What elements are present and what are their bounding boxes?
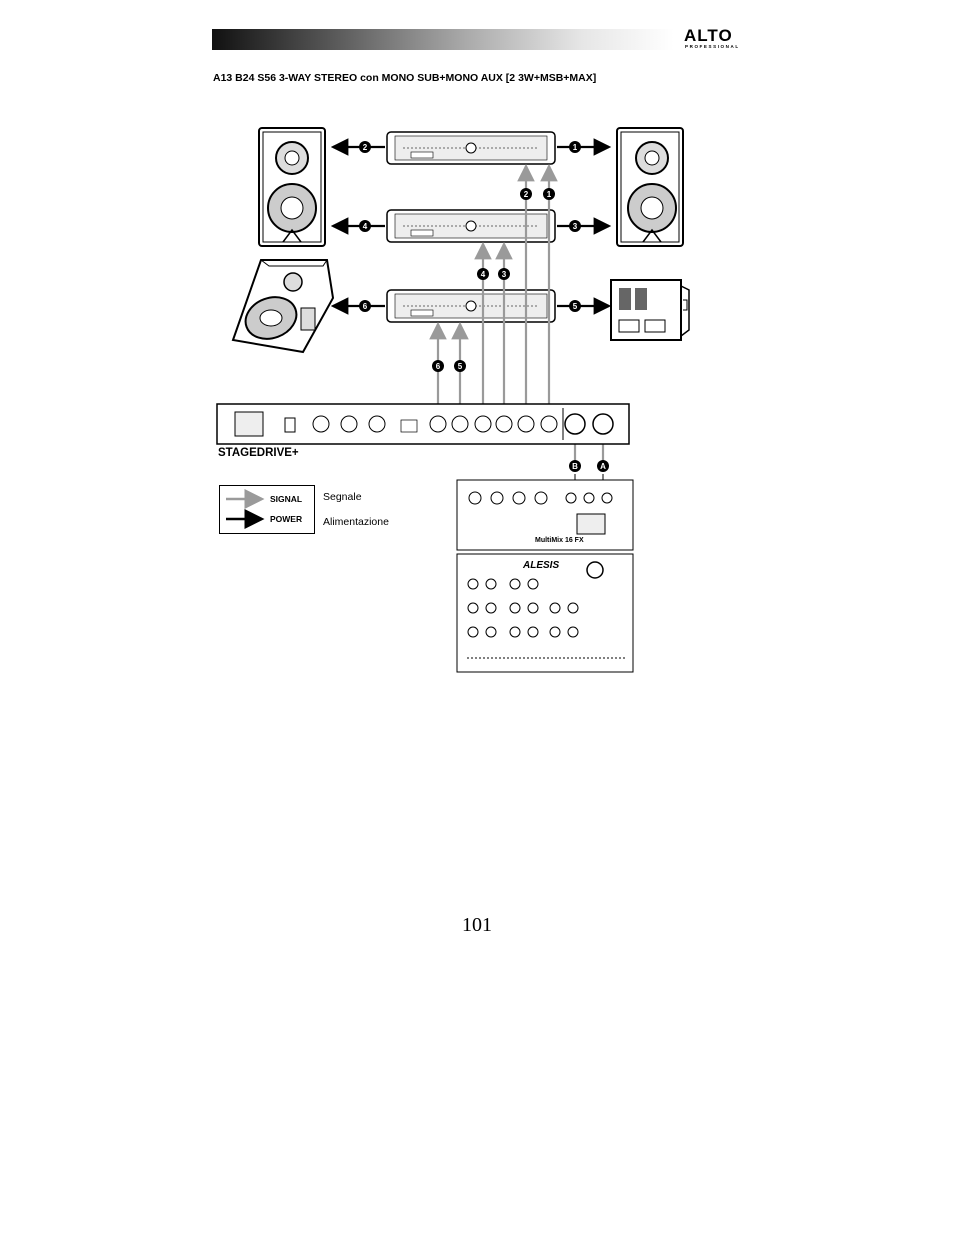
mixer: MultiMix 16 FX ALESIS	[456, 479, 634, 673]
mixer-model: MultiMix 16 FX	[535, 537, 584, 544]
marker-input-b: B	[572, 462, 578, 471]
mixer-brand: ALESIS	[522, 560, 559, 571]
marker-sig-3: 3	[502, 270, 507, 279]
stagedrive-rear-panel	[216, 403, 630, 445]
marker-out-3: 3	[573, 222, 578, 231]
alto-logo: ALTO PROFESSIONAL	[684, 27, 744, 51]
page-title: A13 B24 S56 3-WAY STEREO con MONO SUB+MO…	[213, 72, 597, 84]
monitor-wedge-speaker	[231, 259, 335, 354]
marker-out-2: 2	[363, 143, 368, 152]
wiring-diagram: MultiMix 16 FX ALESIS	[216, 127, 690, 673]
amplifier-3	[386, 289, 556, 323]
subwoofer-speaker	[610, 279, 690, 341]
stagedrive-label: STAGEDRIVE+	[218, 447, 299, 459]
page-number: 101	[462, 914, 492, 936]
marker-out-4: 4	[363, 222, 368, 231]
amplifier-2	[386, 209, 556, 243]
markers	[359, 141, 609, 472]
legend-power-label: POWER	[270, 514, 303, 524]
marker-sig-4: 4	[481, 270, 486, 279]
marker-out-1: 1	[573, 143, 578, 152]
legend-signal-text: Segnale	[323, 491, 362, 503]
logo-sub: PROFESSIONAL	[685, 44, 740, 49]
input-cables	[574, 474, 604, 480]
legend-signal-label: SIGNAL	[270, 494, 303, 504]
marker-sig-5: 5	[458, 362, 463, 371]
amplifier-1	[386, 131, 556, 165]
legend-box: SIGNAL POWER	[219, 485, 315, 534]
speaker-top-right	[616, 127, 684, 247]
legend-power-text: Alimentazione	[323, 516, 389, 528]
marker-sig-1: 1	[547, 190, 552, 199]
header-gradient-bar	[212, 29, 674, 50]
marker-out-6: 6	[363, 302, 368, 311]
logo-brand: ALTO	[684, 26, 733, 45]
speaker-top-left	[258, 127, 326, 247]
marker-input-a: A	[600, 462, 606, 471]
marker-out-5: 5	[573, 302, 578, 311]
marker-sig-6: 6	[436, 362, 441, 371]
legend-arrows	[226, 489, 265, 529]
marker-sig-2: 2	[524, 190, 529, 199]
